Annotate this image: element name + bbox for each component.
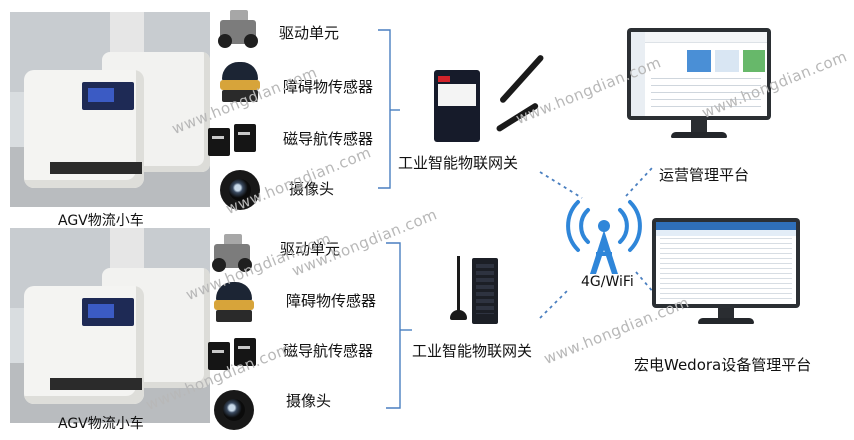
link-gateway2-to-network	[539, 289, 569, 319]
agv-caption: AGV物流小车	[58, 416, 144, 432]
link-network-to-ops-platform	[625, 167, 653, 197]
drive-unit-icon	[208, 232, 256, 272]
component-label-camera: 摄像头	[289, 180, 335, 198]
gateway-device-icon	[434, 60, 490, 142]
platform-label: 运营管理平台	[659, 166, 750, 184]
obstacle-sensor-icon	[212, 280, 256, 324]
agv-photo	[10, 12, 210, 207]
platform-label: 宏电Wedora设备管理平台	[634, 356, 812, 374]
component-label-magnetic-sensor: 磁导航传感器	[283, 130, 374, 148]
component-label-drive-unit: 驱动单元	[280, 240, 341, 258]
agv-photo	[10, 228, 210, 423]
drive-unit-icon	[214, 8, 262, 48]
wireless-tower-icon	[566, 200, 642, 274]
link-gateway1-to-network	[539, 171, 583, 199]
group2-brace	[386, 242, 412, 409]
camera-icon	[214, 390, 254, 430]
gateway-device-icon	[444, 256, 500, 328]
network-label: 4G/WiFi	[581, 274, 634, 290]
magnetic-navigation-sensor-icon	[208, 338, 260, 372]
camera-icon	[220, 170, 260, 210]
component-label-obstacle-sensor: 障碍物传感器	[283, 78, 374, 96]
component-label-obstacle-sensor: 障碍物传感器	[286, 292, 377, 310]
component-label-camera: 摄像头	[286, 392, 332, 410]
magnetic-navigation-sensor-icon	[208, 124, 260, 158]
gateway-label: 工业智能物联网关	[412, 342, 533, 360]
component-label-magnetic-sensor: 磁导航传感器	[283, 342, 374, 360]
component-label-drive-unit: 驱动单元	[279, 24, 340, 42]
agv-caption: AGV物流小车	[58, 213, 144, 229]
gateway-label: 工业智能物联网关	[398, 154, 519, 172]
group1-brace	[378, 29, 400, 189]
obstacle-sensor-icon	[218, 60, 262, 104]
